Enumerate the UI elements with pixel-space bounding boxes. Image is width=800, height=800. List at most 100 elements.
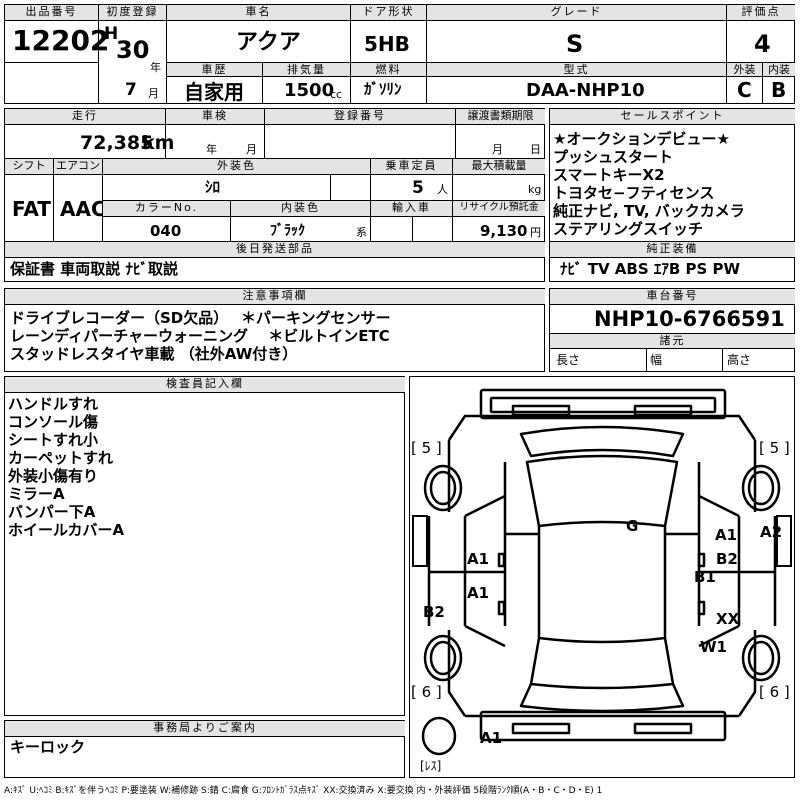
reg-no-label: 登録番号 [265,109,455,124]
note-line: レーンディパーチャーウォーニング ＊ビルトインETC [10,327,390,345]
damage-mark: A1 [715,526,738,544]
recycle-unit: 円 [530,226,541,239]
capacity-unit: 人 [437,183,448,196]
inspector-line: バンパー下A [8,503,96,521]
note-line: ドライブレコーダー（SD欠品） ＊パーキングセンサー [10,309,391,327]
notes-label: 注意事項欄 [5,289,545,304]
sales-points-label: セールスポイント [550,109,795,124]
sales-point: トヨタセ−フティセンス [553,184,715,202]
dims-label: 諸元 [550,334,795,348]
ext-color: ｼﾛ [205,178,221,196]
int-color: ﾌﾞﾗｯｸ [270,223,305,239]
tire-front-right: [ 5 ] [759,439,790,457]
sales-points-box [549,108,795,282]
later-parts-label: 後日発送部品 [5,242,545,257]
tire-front-left: [ 5 ] [411,439,442,457]
exterior-label: 外装 [727,63,762,76]
mileage: 72,385 [80,132,154,154]
fuel: ｶﾞｿﾘﾝ [364,80,402,98]
car-diagram-box [409,376,795,778]
damage-mark: A1 [467,584,490,602]
car-name: アクア [236,30,301,55]
month: 7 [125,80,137,100]
inspector-box [4,376,405,716]
damage-mark: B1 [694,568,716,586]
later-parts: 保証書 車両取説 ﾅﾋﾞ取説 [10,260,178,278]
grade: S [566,30,584,58]
shift: FAT [12,197,51,221]
displacement-unit: cc [330,88,343,101]
first-reg-label: 初度登録 [99,5,166,20]
year-unit: 年 [150,61,161,74]
mileage-unit: km [142,132,175,154]
length-label: 長さ [556,353,581,367]
ac-label: エアコン [54,159,102,174]
model-label: 型式 [427,63,726,76]
inspector-line: ミラーA [8,485,65,503]
damage-mark: B2 [423,603,445,621]
inspection-month-unit: 月 [246,143,257,156]
transfer-month-unit: 月 [492,143,503,156]
fuel-label: 燃料 [351,63,426,76]
width-label: 幅 [650,353,663,367]
damage-mark: XX [716,610,740,628]
tire-rear-right: [ 6 ] [759,683,790,701]
office-box [4,720,405,778]
sales-point: ステアリングスイッチ [553,220,704,238]
note-line: スタッドレスタイヤ車載 （社外AW付き） [10,345,298,363]
inspection-label: 車検 [166,109,264,124]
inspection-year-unit: 年 [206,143,217,156]
office-note: キーロック [10,738,86,756]
score-label: 評価点 [727,5,795,20]
damage-mark: G [626,517,639,535]
damage-mark: A2 [760,523,783,541]
damage-mark: B2 [716,550,738,568]
equipment-label: 純正装備 [550,242,795,257]
shift-label: シフト [5,159,53,174]
inspector-list: ハンドルすれ コンソール傷 シートすれ小 カーペットすれ 外装小傷有り ミラーA… [8,395,124,539]
int-color-suffix: 系 [356,226,367,239]
recycle-label: リサイクル預託金 [453,201,545,216]
ac: AAC [60,197,106,221]
sales-point: 純正ナビ, TV, バックカメラ [553,202,745,220]
inspector-line: コンソール傷 [8,413,99,431]
header-table [4,4,795,104]
import-label: 輸入車 [371,201,452,216]
notes-list: ドライブレコーダー（SD欠品） ＊パーキングセンサー レーンディパーチャーウォー… [10,309,391,363]
chassis-label: 車台番号 [550,289,795,304]
capacity: 5 [412,178,424,198]
color-no-label: カラーNo. [103,201,230,216]
color-no: 040 [150,222,182,240]
sales-points-list: ★オークションデビュー★ プッシュスタート スマートキーX2 トヨタセ−フティセ… [553,130,745,238]
notes-box [4,288,545,372]
inspector-line: ホイールカバーA [8,521,125,539]
exterior-grade: C [737,78,752,102]
displacement-label: 排気量 [263,63,350,76]
max-load-unit: kg [528,183,542,196]
inspector-label: 検査員記入欄 [5,377,405,392]
interior-grade: B [771,78,787,102]
legend: A:ｷｽﾞ U:ﾍｺﾐ B:ｷｽﾞを伴うﾍｺﾐ P:要塗装 W:補修跡 S:錆 … [4,786,603,796]
transfer-day-unit: 日 [530,143,541,156]
damage-mark: A1 [467,550,490,568]
damage-mark: A1 [480,729,503,747]
displacement: 1500 [284,80,335,101]
inspector-line: シートすれ小 [8,431,99,449]
transfer-label: 譲渡書類期限 [456,109,545,124]
interior-label: 内装 [763,63,795,76]
damage-mark: W1 [700,638,727,656]
ext-color-label: 外装色 [103,159,370,174]
history-label: 車歴 [167,63,262,76]
mileage-label: 走行 [5,109,165,124]
car-diagram [412,388,792,756]
sales-point: スマートキーX2 [553,166,665,184]
history: 自家用 [184,80,244,104]
inspector-line: カーペットすれ [8,449,114,467]
grade-label: グレード [427,5,726,20]
car-name-label: 車名 [167,5,350,20]
door-label: ドア形状 [351,5,426,20]
chassis-box [549,288,795,372]
equipment: ﾅﾋﾞ TV ABS ｴｱB PS PW [560,260,741,278]
sales-point: プッシュスタート [553,148,674,166]
era: H [104,24,119,44]
